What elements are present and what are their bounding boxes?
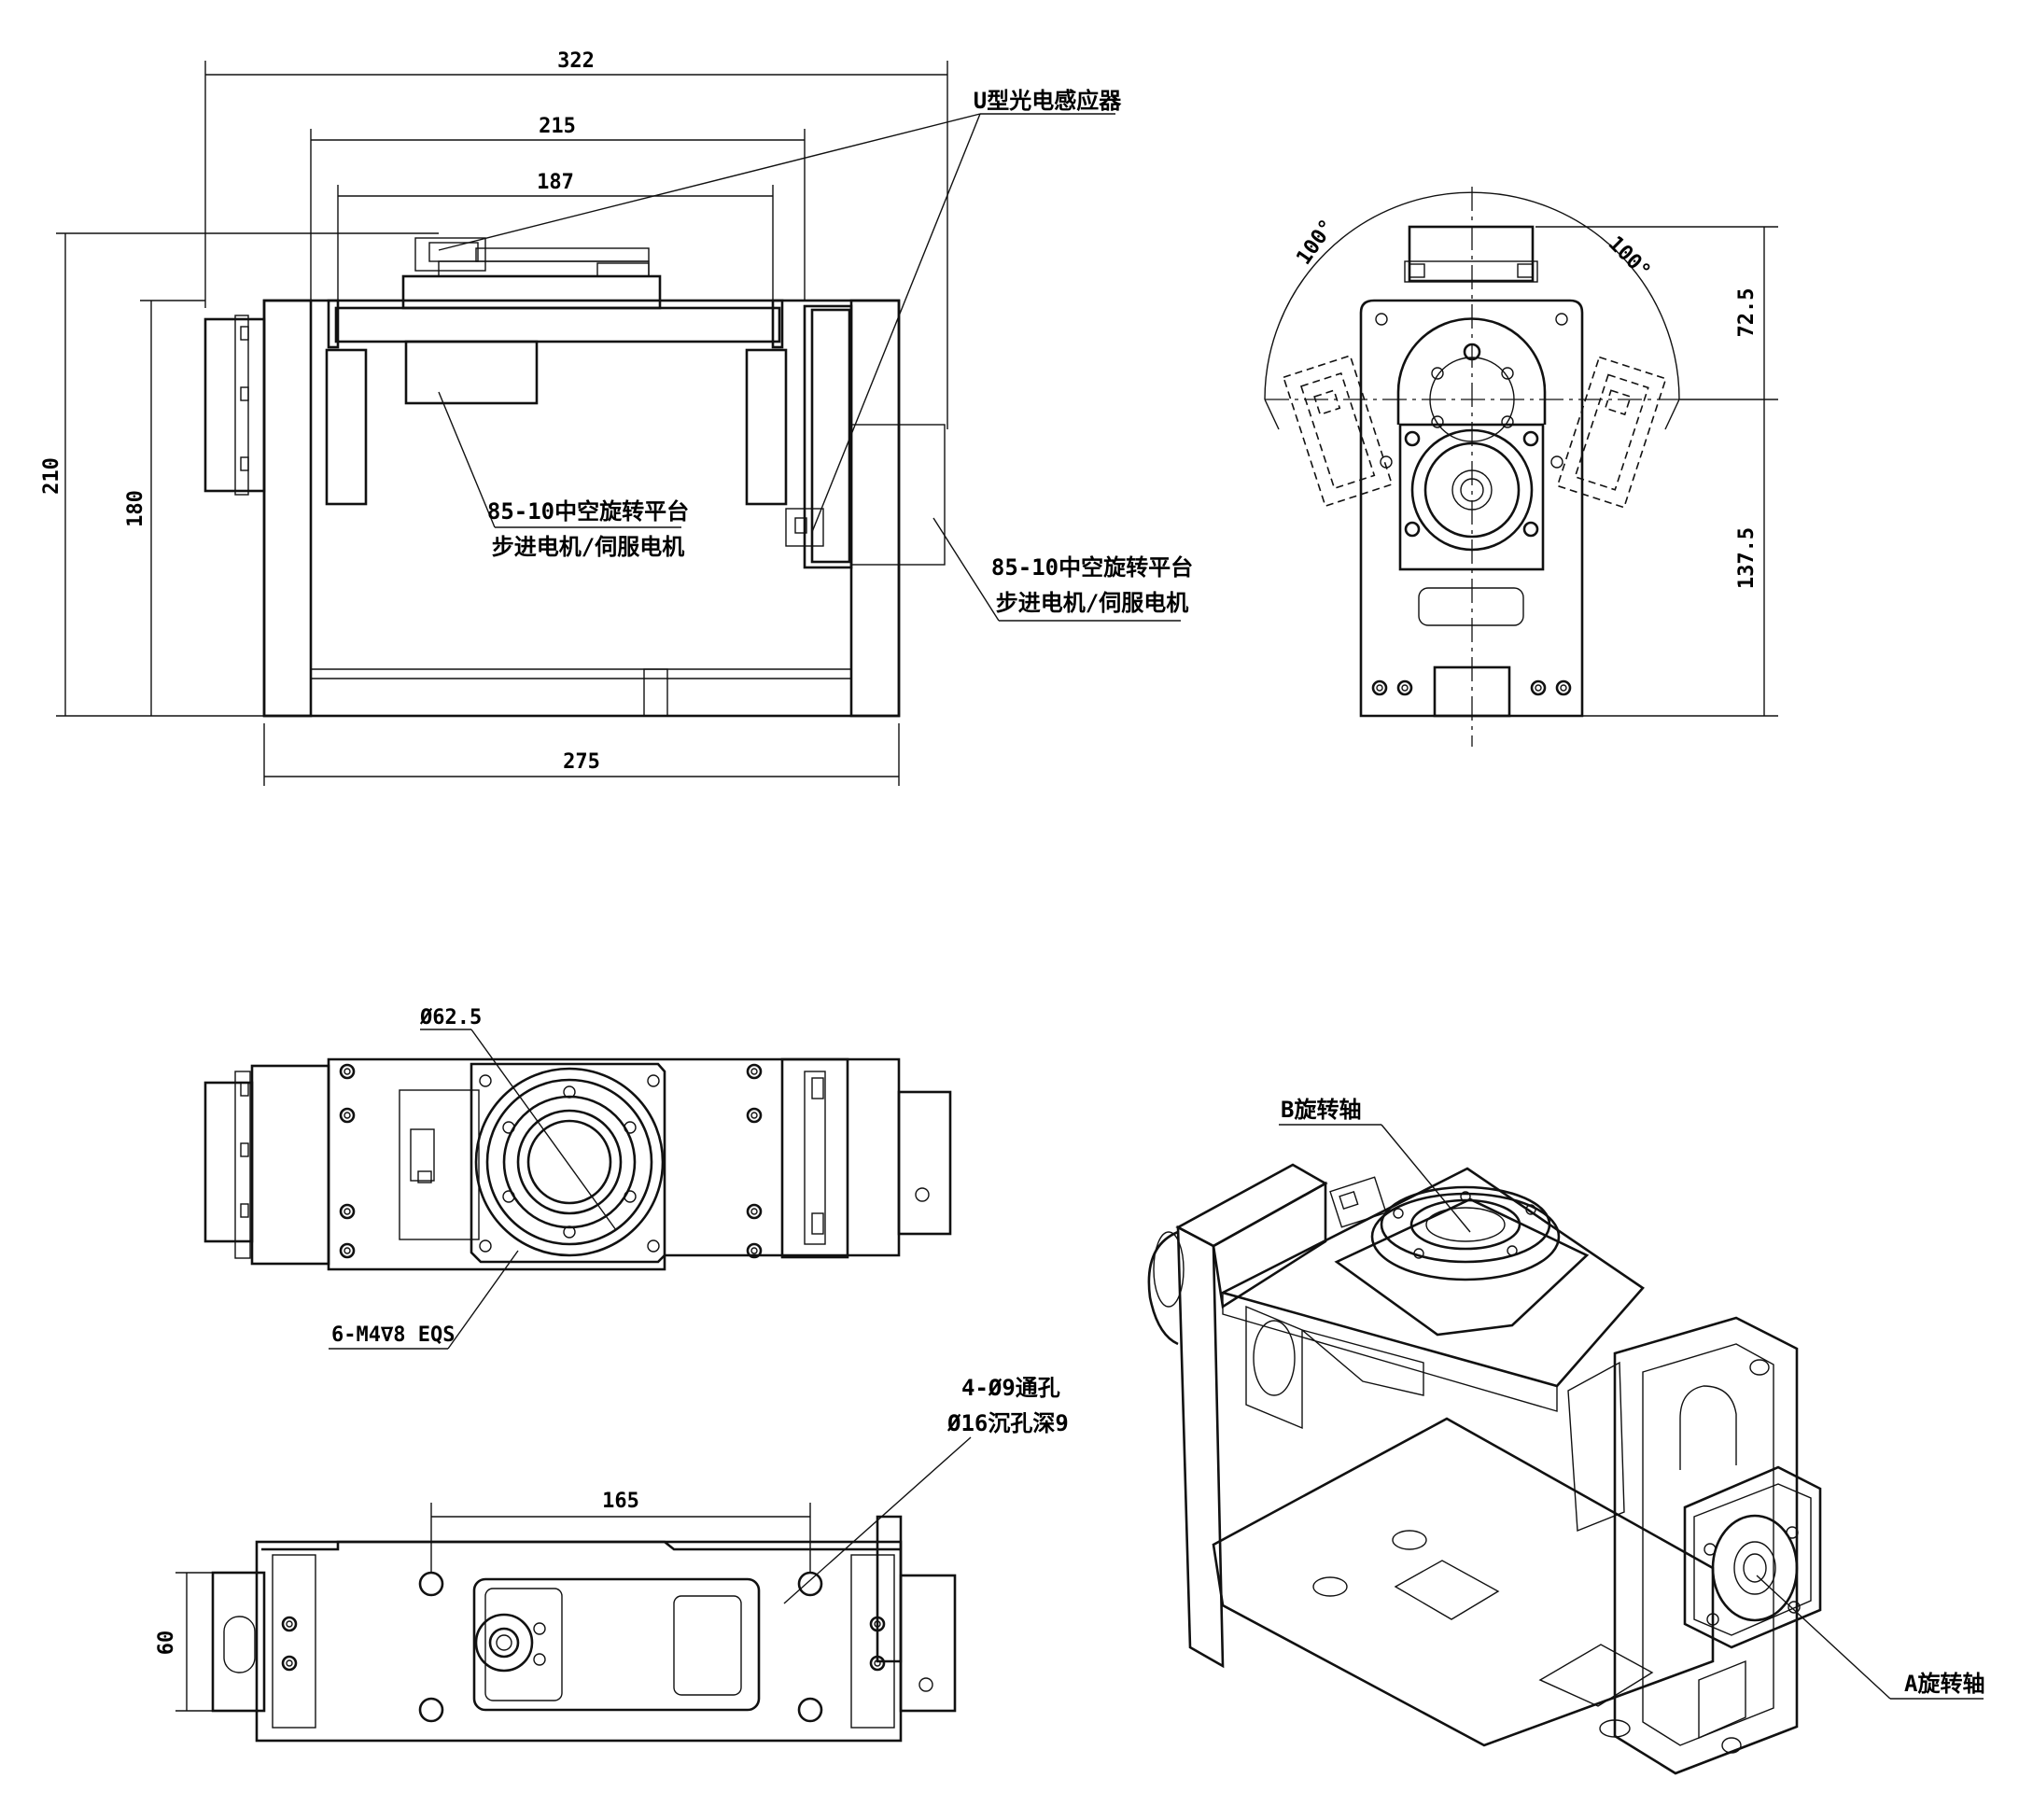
dim-72-5: 72.5 [1735,288,1759,338]
holes-label-line2: Ø16沉孔深9 [946,1410,1069,1436]
b-axis-label: B旋转轴 [1281,1097,1361,1123]
holes-label-line1: 4-Ø9通孔 [961,1375,1060,1401]
dim-180: 180 [124,490,147,527]
dim-165: 165 [602,1490,639,1513]
dim-322: 322 [557,49,595,73]
front-view: 322 215 187 275 210 180 U型光电感应器 85-10中空旋… [40,49,1193,786]
side-view: 100° 100° 72.5 137.5 [1264,187,1778,747]
dim-60: 60 [155,1631,178,1656]
table-label-1-line1: 85-10中空旋转平台 [487,498,689,525]
dim-210: 210 [40,457,63,495]
dim-diameter-62-5: Ø62.5 [419,1006,482,1029]
dim-215: 215 [539,115,576,138]
thread-label: 6-M4∇8 EQS [331,1323,455,1347]
a-axis-label: A旋转轴 [1904,1671,1984,1697]
table-label-1-line2: 步进电机/伺服电机 [492,534,684,560]
top-view: Ø62.5 6-M4∇8 EQS [203,1006,952,1350]
table-label-2-line1: 85-10中空旋转平台 [991,554,1193,581]
iso-view: B旋转轴 A旋转轴 [1147,1097,1984,1775]
table-label-2-line2: 步进电机/伺服电机 [996,590,1188,616]
angle-left: 100° [1292,216,1339,270]
dim-187: 187 [537,171,574,194]
sensor-label: U型光电感应器 [974,88,1122,114]
bottom-view: 165 60 4-Ø9通孔 Ø16沉孔深9 [155,1375,1069,1743]
dim-137-5: 137.5 [1735,527,1759,589]
angle-right: 100° [1604,232,1655,284]
dim-275: 275 [563,750,600,774]
